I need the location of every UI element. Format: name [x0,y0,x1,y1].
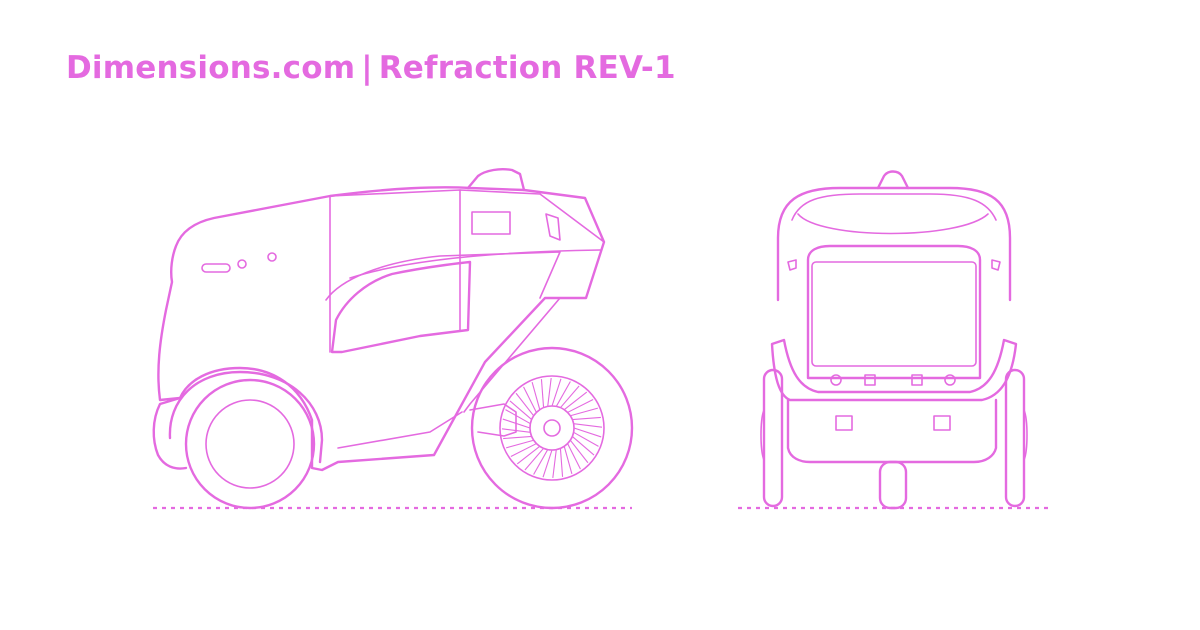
front-left-wheel-back [760,409,765,461]
spoke [533,449,549,475]
front-body-shell [776,186,1012,302]
spoke [540,379,545,408]
side-roof-line [213,189,605,243]
front-sensor-right-inner [911,374,923,386]
side-rear-light [545,213,561,241]
front-lower-body [770,338,1018,402]
side-front-sensor-1 [237,259,247,269]
side-front-hub [205,399,295,489]
spoke [555,381,571,407]
side-window [330,260,472,354]
spoke [547,377,552,407]
front-left-light [787,259,797,271]
front-brow [797,213,989,235]
front-right-wheel [1004,368,1026,508]
side-rear-wheel [470,346,634,510]
side-front-wheel [184,378,316,510]
side-rear-hub [543,419,561,437]
page-title: Dimensions.com|Refraction REV-1 [66,50,676,86]
front-sensor-left-outer [830,374,842,386]
side-rear-hub-ring [529,405,575,451]
front-bumper-light-left [835,415,853,431]
front-right-wheel-back [1023,409,1028,461]
spoke [569,439,589,464]
side-body-outline [157,186,606,472]
front-right-light [991,259,1001,271]
front-sensor-left-inner [864,374,876,386]
front-left-wheel [762,368,784,508]
front-sensor-dome [876,170,910,190]
side-skirt-line [337,411,463,449]
side-rear-spokes [501,377,603,479]
front-screen [811,261,977,367]
spoke [567,399,594,413]
front-bumper-light-right [933,415,951,431]
spoke [503,435,532,440]
front-center-wheel [878,460,908,510]
side-sensor-dome [466,168,526,192]
front-bumper [786,398,998,464]
spoke [563,446,573,475]
side-front-bumper [152,396,188,470]
side-front-light [201,263,231,273]
title-separator: | [361,50,373,86]
spoke [523,386,537,413]
side-swing-arm [469,403,517,437]
spoke [515,392,535,417]
spoke [573,423,603,428]
side-view [152,168,634,510]
side-front-sensor-2 [267,252,277,262]
spoke [505,439,534,449]
side-rear-sensor [471,211,511,235]
front-sensor-right-outer [944,374,956,386]
spoke [571,436,595,456]
side-rear-fairing [463,297,561,413]
spoke [573,427,602,438]
side-front-fender [168,370,324,464]
spoke [573,431,599,447]
spoke [505,409,531,425]
spoke [567,443,581,470]
spoke [560,385,580,409]
front-view [738,170,1048,510]
front-screen-frame [806,244,982,380]
spoke [551,378,562,407]
side-shoulder-line [349,249,601,279]
spoke [552,449,557,479]
spoke [559,448,564,477]
site-name: Dimensions.com [66,50,356,86]
spoke [531,381,541,410]
spoke [542,449,553,478]
side-rear-rim [499,375,605,481]
spoke [563,391,588,411]
spoke [570,407,599,417]
spoke [572,416,601,421]
front-inner-shell [791,193,997,221]
spoke [510,443,537,457]
spoke [524,447,544,471]
side-cargo-frame [325,251,561,301]
product-name: Refraction REV-1 [378,50,676,86]
spoke [509,400,533,420]
spoke [516,445,541,465]
